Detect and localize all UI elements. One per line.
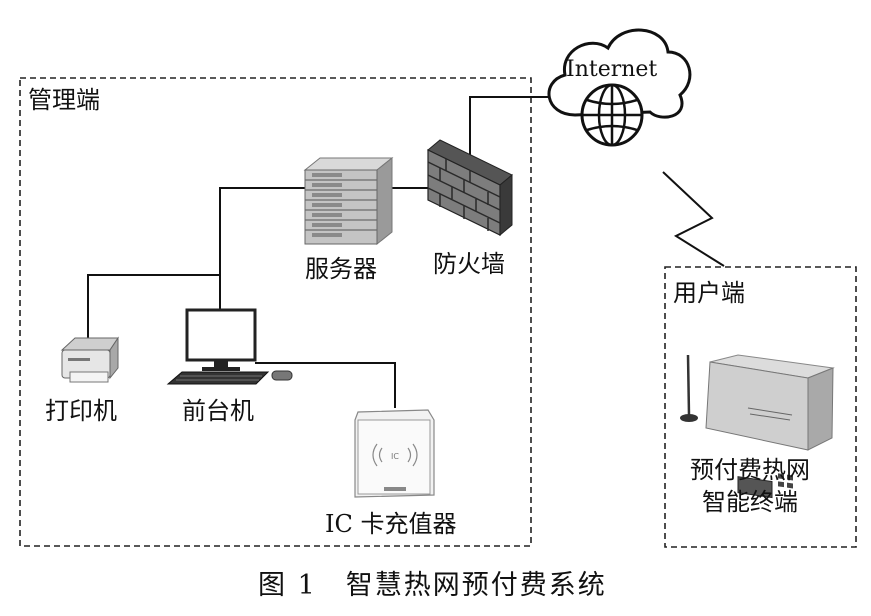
internet-label: Internet: [566, 57, 658, 82]
terminal-label-line1: 预付费热网: [690, 456, 810, 484]
printer-label: 打印机: [45, 397, 117, 425]
link-server-trunk: [219, 187, 305, 275]
front-pc-label: 前台机: [182, 397, 254, 425]
terminal-label-line2: 智能终端: [702, 488, 798, 516]
server-label: 服务器: [305, 255, 377, 283]
link-pc-reader: [255, 362, 396, 408]
cloud-globe-icon: [547, 28, 692, 147]
smart-meter-icon: [680, 354, 835, 499]
ic-recharger-label: IC 卡充值器: [325, 510, 457, 538]
firewall-brick-icon: [427, 139, 513, 237]
user-region-border: [664, 266, 857, 548]
region-label-management: 管理端: [28, 86, 100, 114]
link-trunk-printer: [87, 274, 220, 340]
server-rack-icon: [303, 156, 394, 246]
figure-caption: 图 1 智慧热网预付费系统: [258, 570, 607, 601]
region-label-user: 用户端: [673, 279, 745, 307]
firewall-label: 防火墙: [433, 250, 505, 278]
management-region-border: [19, 77, 532, 547]
svg-text:IC: IC: [391, 452, 399, 461]
desktop-computer-icon: [166, 308, 293, 385]
link-firewall-internet: [469, 96, 560, 158]
link-wireless-zigzag: [662, 171, 725, 267]
printer-icon: [60, 336, 119, 383]
connection-lines: [87, 96, 725, 408]
card-reader-icon: IC: [354, 409, 435, 498]
